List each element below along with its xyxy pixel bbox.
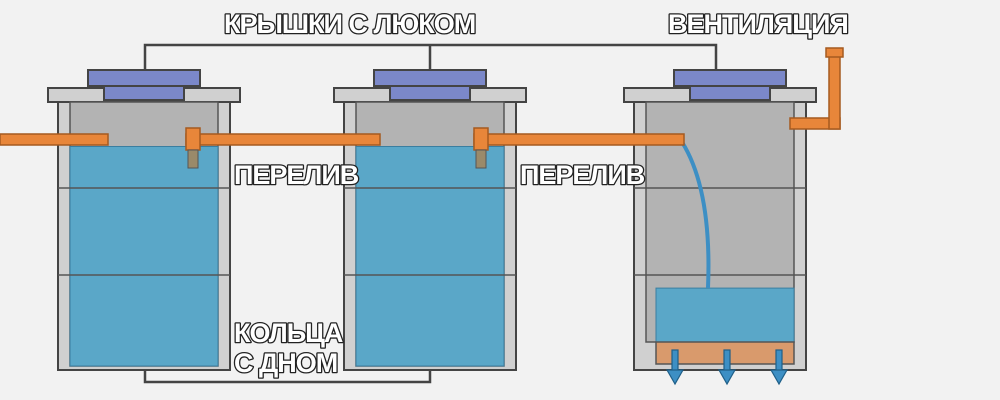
inlet-pipe [0, 133, 109, 146]
rings-connector-line [143, 368, 432, 384]
overflow-2-dip [475, 149, 487, 169]
drain-arrow-3 [769, 349, 789, 386]
septic-chamber-1 [47, 69, 241, 371]
label-ventilation: ВЕНТИЛЯЦИЯ [668, 9, 848, 39]
tank-3-lid-hatch [673, 69, 787, 87]
vent-pipe-cap [825, 47, 844, 58]
overflow-1-tee [185, 127, 201, 151]
tank-2-water [355, 146, 505, 367]
pipes [0, 47, 844, 151]
label-rings-line-2: С ДНОМ [234, 348, 337, 378]
tank-1-lid-hatch [87, 69, 201, 87]
tank-1-water [69, 146, 219, 367]
label-overflow-1: ПЕРЕЛИВ [234, 160, 359, 190]
label-lids-with-hatch: КРЫШКИ С ЛЮКОМ [224, 9, 475, 39]
overflow-2-tee [473, 127, 489, 151]
filter-well [623, 69, 817, 371]
overflow-pipe-1 [185, 133, 381, 146]
drain-arrow-2 [717, 349, 737, 386]
label-rings-line-1: КОЛЬЦА [234, 318, 343, 348]
overflow-pipe-2 [473, 133, 685, 146]
drain-arrow-1 [665, 349, 685, 386]
vent-pipe-vertical [828, 53, 841, 130]
septic-chamber-2 [333, 69, 527, 371]
drain-arrows [665, 349, 789, 386]
inflow-water-stream [680, 140, 711, 289]
tank-3-water [655, 287, 795, 343]
tank-2-lid-hatch [373, 69, 487, 87]
overflow-1-dip [187, 149, 199, 169]
label-overflow-2: ПЕРЕЛИВ [520, 160, 645, 190]
